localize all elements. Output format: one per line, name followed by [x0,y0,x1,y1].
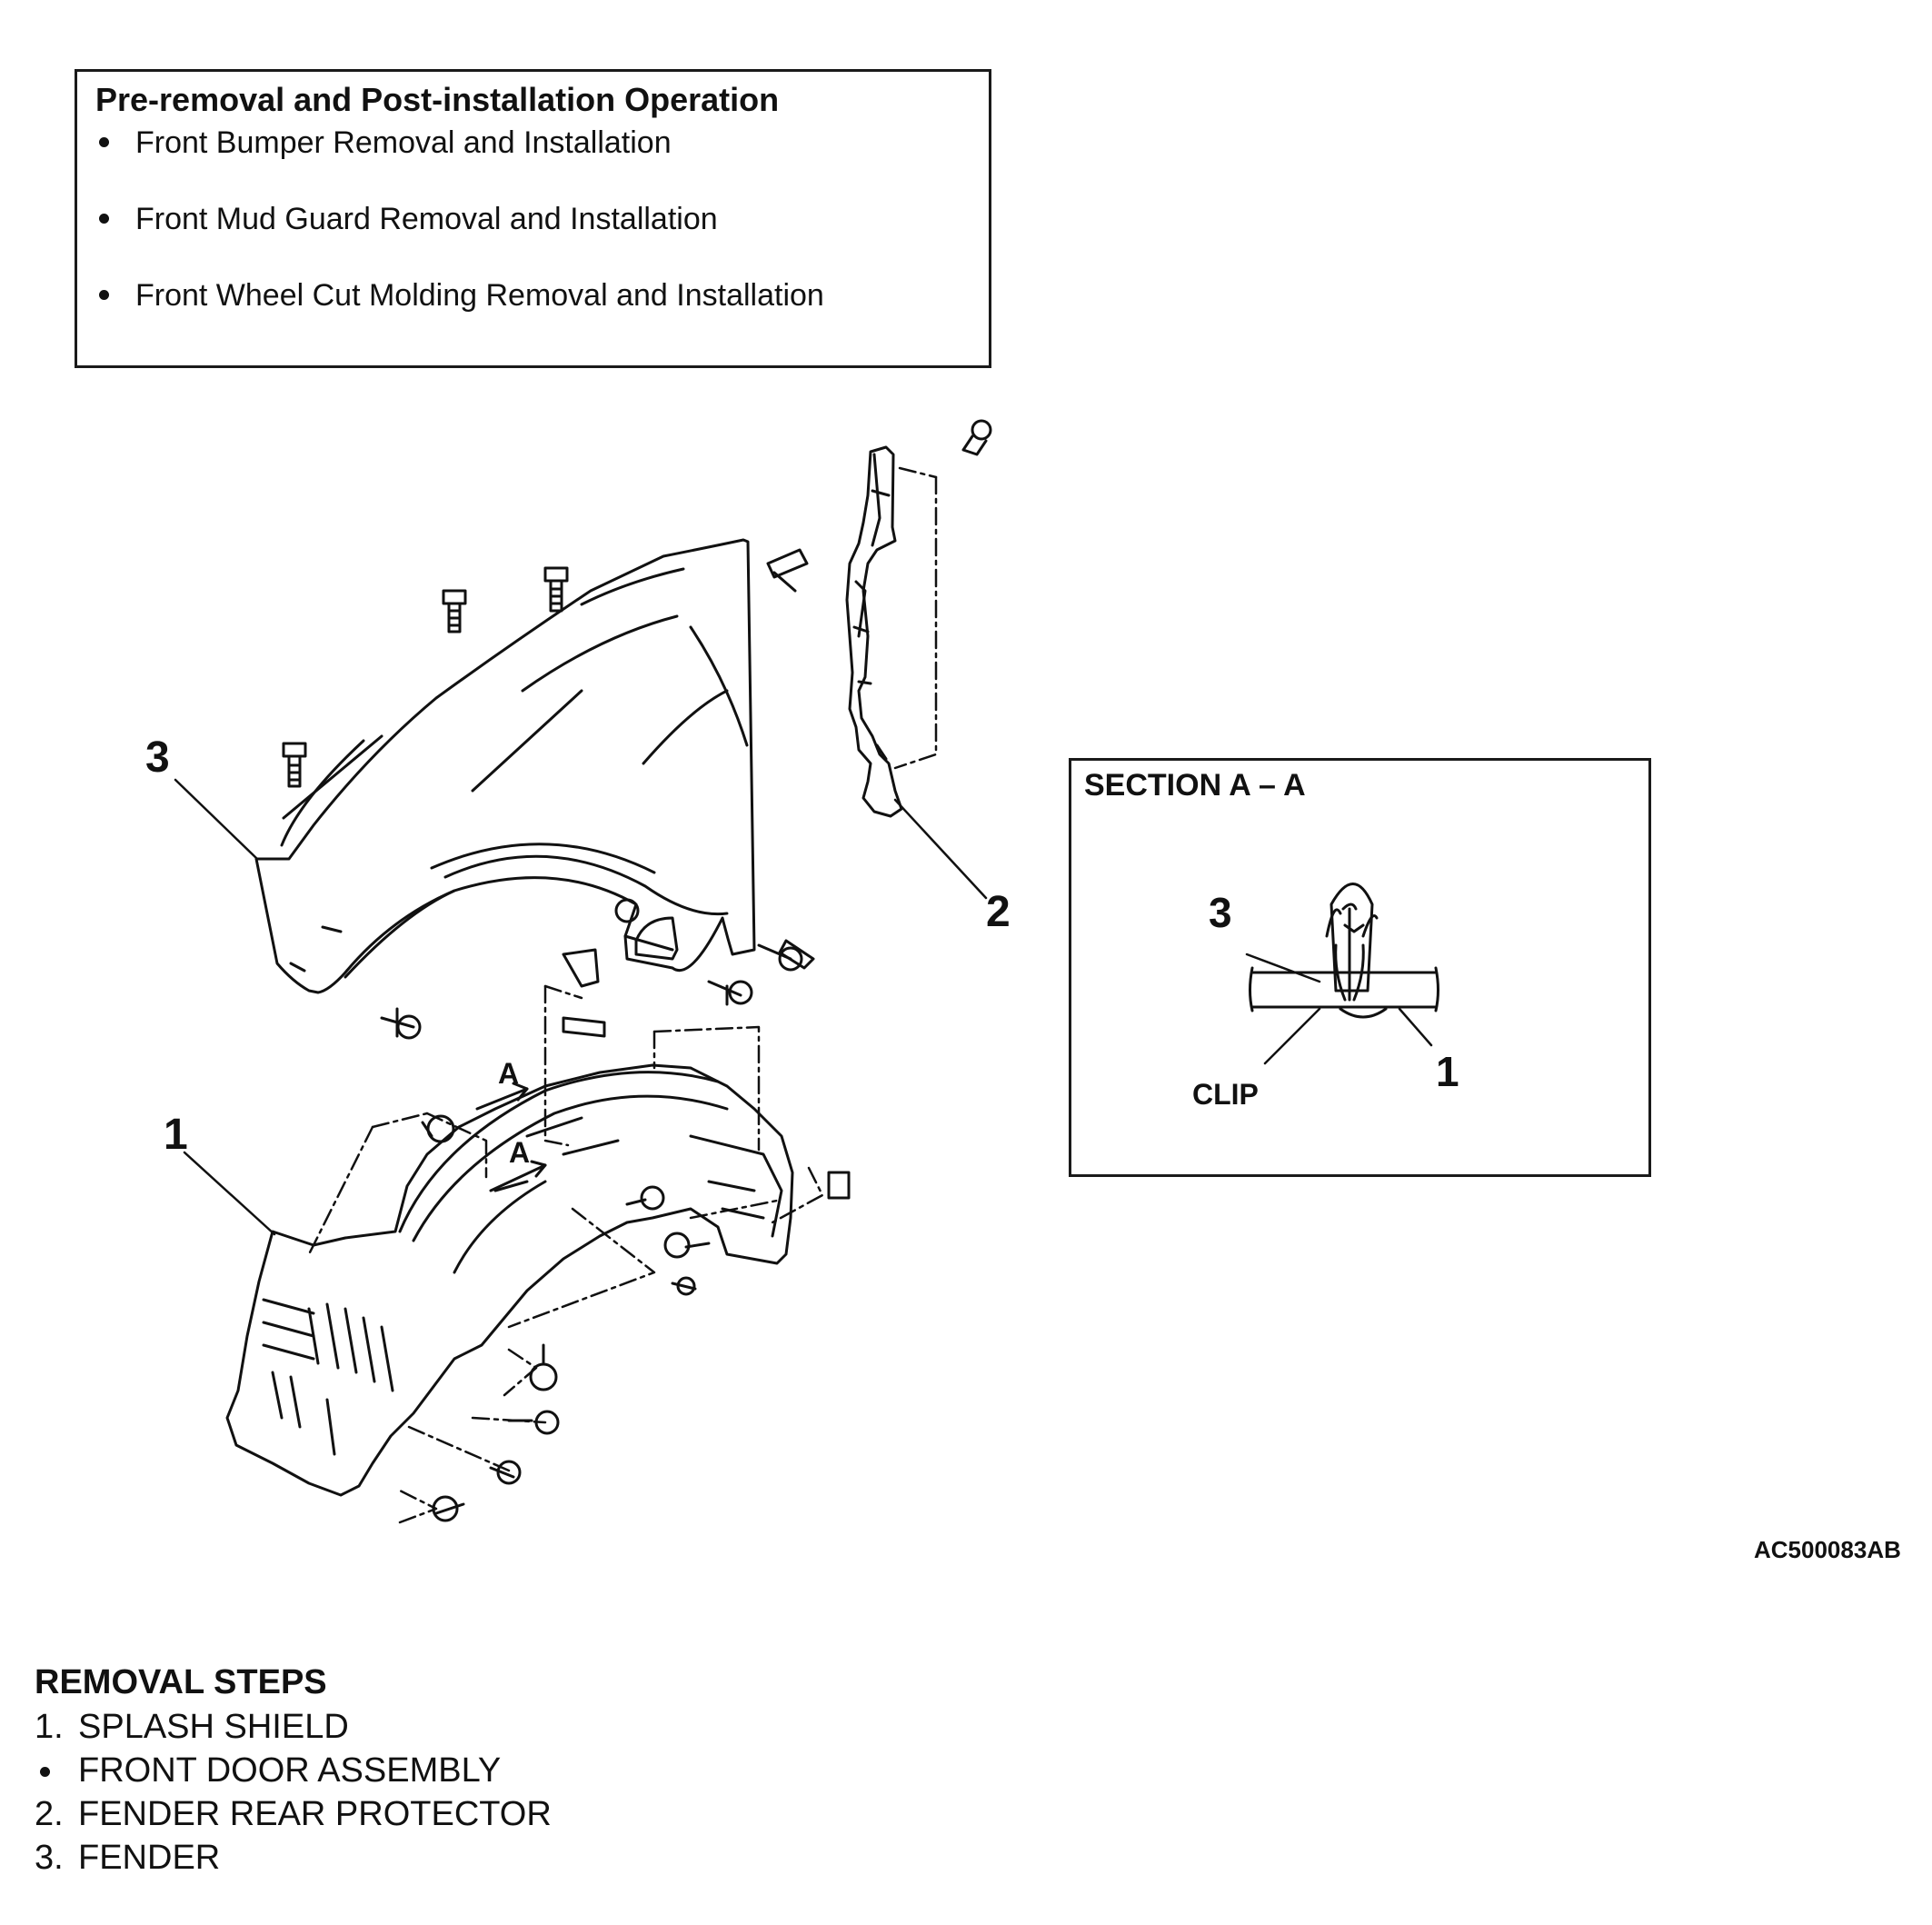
clip-head [1339,1007,1388,1019]
bullet-icon [99,290,109,300]
pre-removal-item: Front Wheel Cut Molding Removal and Inst… [95,275,824,352]
bullet-icon [99,214,109,224]
removal-step: 3.FENDER [35,1839,221,1877]
figure-code: AC500083AB [1754,1536,1901,1563]
removal-step: 1.SPLASH SHIELD [35,1708,349,1746]
removal-step: 2.FENDER REAR PROTECTOR [35,1795,552,1833]
removal-steps-list: 1.SPLASH SHIELD FRONT DOOR ASSEMBLY 2.FE… [35,1705,552,1880]
arrow-label-a-lower: A [509,1136,531,1169]
arrow-label-a-upper: A [498,1057,520,1090]
removal-steps-title: REMOVAL STEPS [35,1663,327,1701]
callout-leaders [174,778,988,1236]
callout-3: 3 [145,733,170,782]
pre-removal-box: Pre-removal and Post-installation Operat… [75,69,991,368]
pre-removal-item: Front Bumper Removal and Installation [95,123,824,199]
pre-removal-list: Front Bumper Removal and Installation Fr… [95,123,824,352]
removal-step: FRONT DOOR ASSEMBLY [35,1749,552,1792]
section-arrows [475,1082,547,1192]
section-a-a-box: SECTION A – A [1069,758,1651,1177]
callout-2: 2 [986,888,1011,936]
clip-label: CLIP [1192,1078,1259,1111]
section-label-3: 3 [1209,889,1232,936]
fender-part [254,538,756,994]
pre-removal-item: Front Mud Guard Removal and Installation [95,199,824,275]
pre-removal-title: Pre-removal and Post-installation Operat… [95,81,780,118]
fender-rear-protector-part [845,445,903,818]
callout-1: 1 [164,1111,188,1159]
splash-shield-part [225,1063,794,1497]
section-detail [1245,883,1439,1065]
section-title: SECTION A – A [1084,768,1306,803]
removal-steps: REMOVAL STEPS 1.SPLASH SHIELD FRONT DOOR… [35,1660,552,1880]
bullet-icon [99,137,109,147]
section-label-1: 1 [1436,1048,1459,1095]
leader-lines [307,466,938,1524]
bolt-icons [282,419,992,1522]
